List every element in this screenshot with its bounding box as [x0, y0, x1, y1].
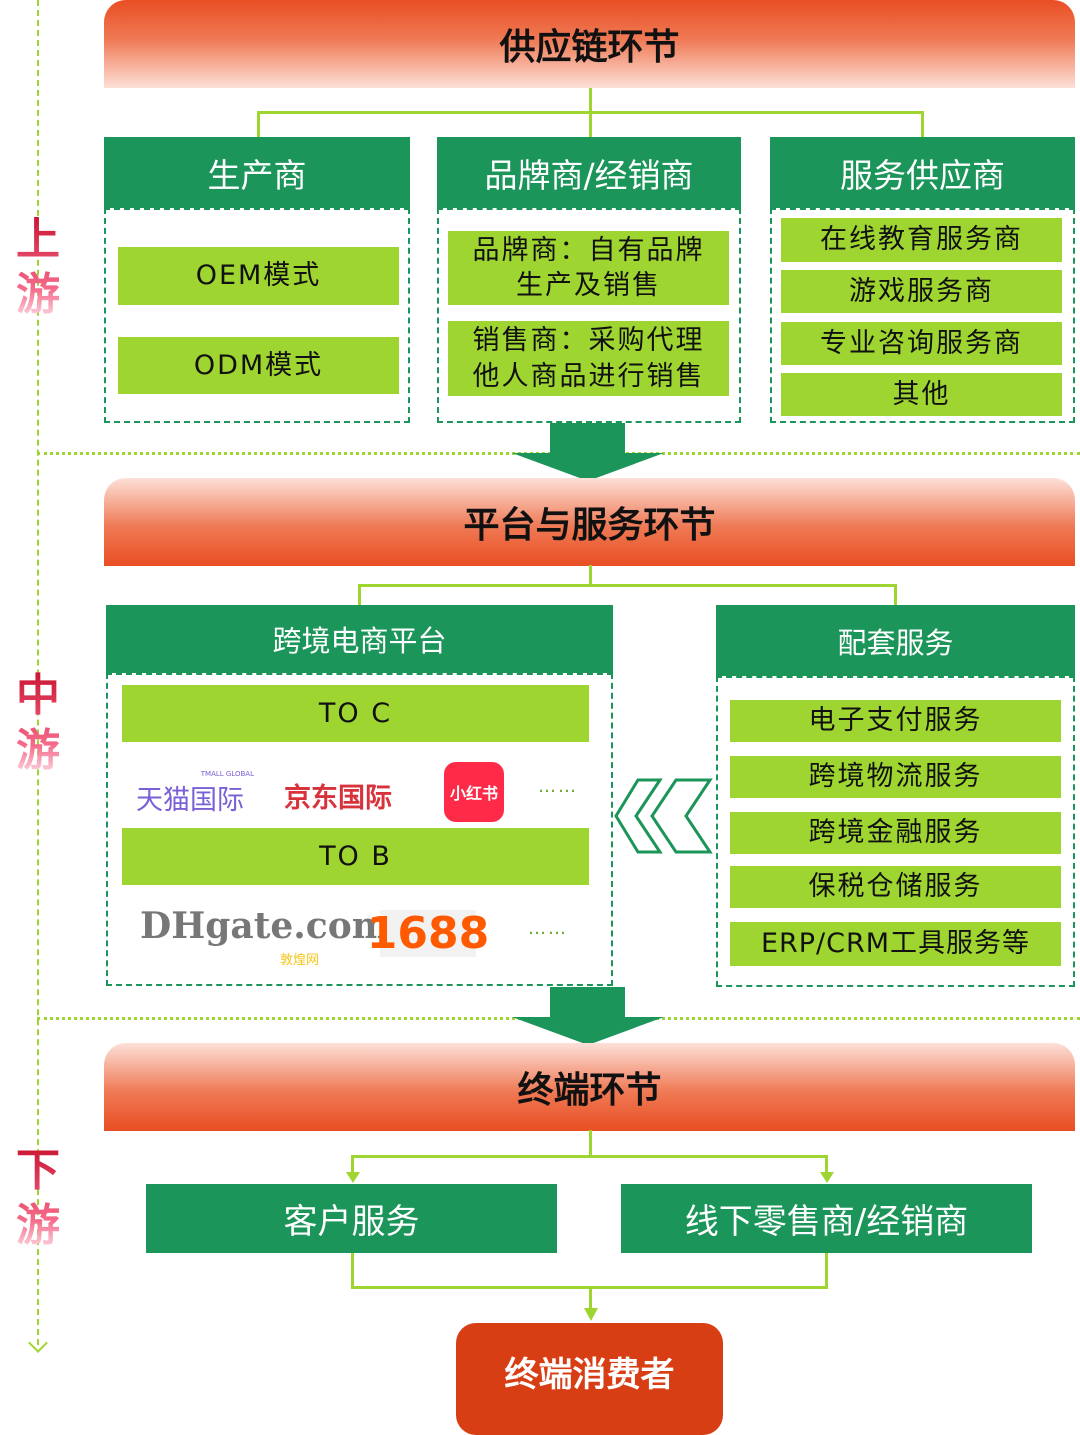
connector	[358, 584, 361, 605]
brand-box	[437, 208, 741, 423]
support-item: 跨境物流服务	[730, 756, 1061, 798]
connector	[825, 1155, 828, 1175]
tmall-text: 天猫国际	[136, 785, 244, 816]
support-services-header: 配套服务	[716, 605, 1075, 676]
support-services-box	[716, 676, 1075, 987]
offline-retailer-box: 线下零售商/经销商	[621, 1184, 1032, 1253]
timeline-arrow-icon	[28, 1333, 48, 1353]
timeline-line	[37, 0, 39, 1345]
connector	[589, 1130, 592, 1157]
producer-header: 生产商	[104, 137, 410, 208]
service-provider-header: 服务供应商	[770, 137, 1075, 208]
dhgate-text: DHgate.com	[140, 905, 390, 947]
arrowhead-icon	[820, 1172, 834, 1183]
oem-item: OEM模式	[118, 247, 399, 305]
platform-header: 平台与服务环节	[104, 478, 1075, 566]
xiaohongshu-logo: 小红书	[444, 762, 504, 822]
connector	[825, 1253, 828, 1289]
service-provider-box	[770, 208, 1075, 423]
arrowhead-icon	[584, 1308, 598, 1321]
customer-service-box: 客户服务	[146, 1184, 557, 1253]
arrowhead-icon	[346, 1172, 360, 1183]
brand-header: 品牌商/经销商	[437, 137, 741, 208]
support-item: 电子支付服务	[730, 700, 1061, 742]
connector	[894, 584, 897, 605]
terminal-header: 终端环节	[104, 1043, 1075, 1131]
more-ellipsis: ……	[538, 776, 578, 797]
brand-item: 品牌商：自有品牌 生产及销售	[448, 231, 729, 305]
supply-chain-header: 供应链环节	[104, 0, 1075, 88]
connector	[358, 584, 897, 587]
service-item: 在线教育服务商	[781, 218, 1062, 262]
connector	[589, 1286, 592, 1310]
double-chevron-left-icon	[614, 778, 713, 854]
down-arrow-icon	[512, 987, 664, 1045]
end-consumer-box: 终端消费者	[456, 1323, 723, 1435]
label-upstream: 上游	[16, 212, 66, 322]
connector	[921, 111, 924, 137]
label-downstream: 下游	[16, 1143, 66, 1253]
jd-global-logo: 京东国际	[284, 783, 392, 814]
label-midstream: 中游	[16, 668, 66, 778]
to-c-bar: TO C	[122, 685, 589, 742]
connector	[589, 88, 592, 113]
more-ellipsis: ……	[528, 918, 568, 939]
support-item: ERP/CRM工具服务等	[730, 922, 1061, 966]
connector	[351, 1155, 354, 1175]
service-item: 游戏服务商	[781, 270, 1062, 313]
to-b-bar: TO B	[122, 828, 589, 885]
down-arrow-icon	[512, 423, 664, 481]
1688-logo: 1688	[366, 908, 490, 959]
dhgate-logo: DHgate.com 敦煌网	[140, 905, 390, 970]
connector	[589, 565, 592, 586]
service-item: 其他	[781, 373, 1062, 416]
odm-item: ODM模式	[118, 337, 399, 394]
connector	[589, 111, 592, 137]
ecommerce-header: 跨境电商平台	[106, 605, 613, 673]
connector	[351, 1155, 828, 1158]
seller-item: 销售商：采购代理 他人商品进行销售	[448, 321, 729, 396]
tmall-sub: TMALL GLOBAL	[200, 770, 254, 778]
connector	[351, 1253, 354, 1289]
dhgate-sub: 敦煌网	[280, 953, 320, 968]
producer-box	[104, 208, 410, 423]
support-item: 保税仓储服务	[730, 866, 1061, 908]
connector	[257, 111, 260, 137]
service-item: 专业咨询服务商	[781, 322, 1062, 365]
tmall-global-logo: TMALL GLOBAL 天猫国际	[136, 770, 256, 816]
ecommerce-box	[106, 673, 613, 986]
support-item: 跨境金融服务	[730, 812, 1061, 854]
